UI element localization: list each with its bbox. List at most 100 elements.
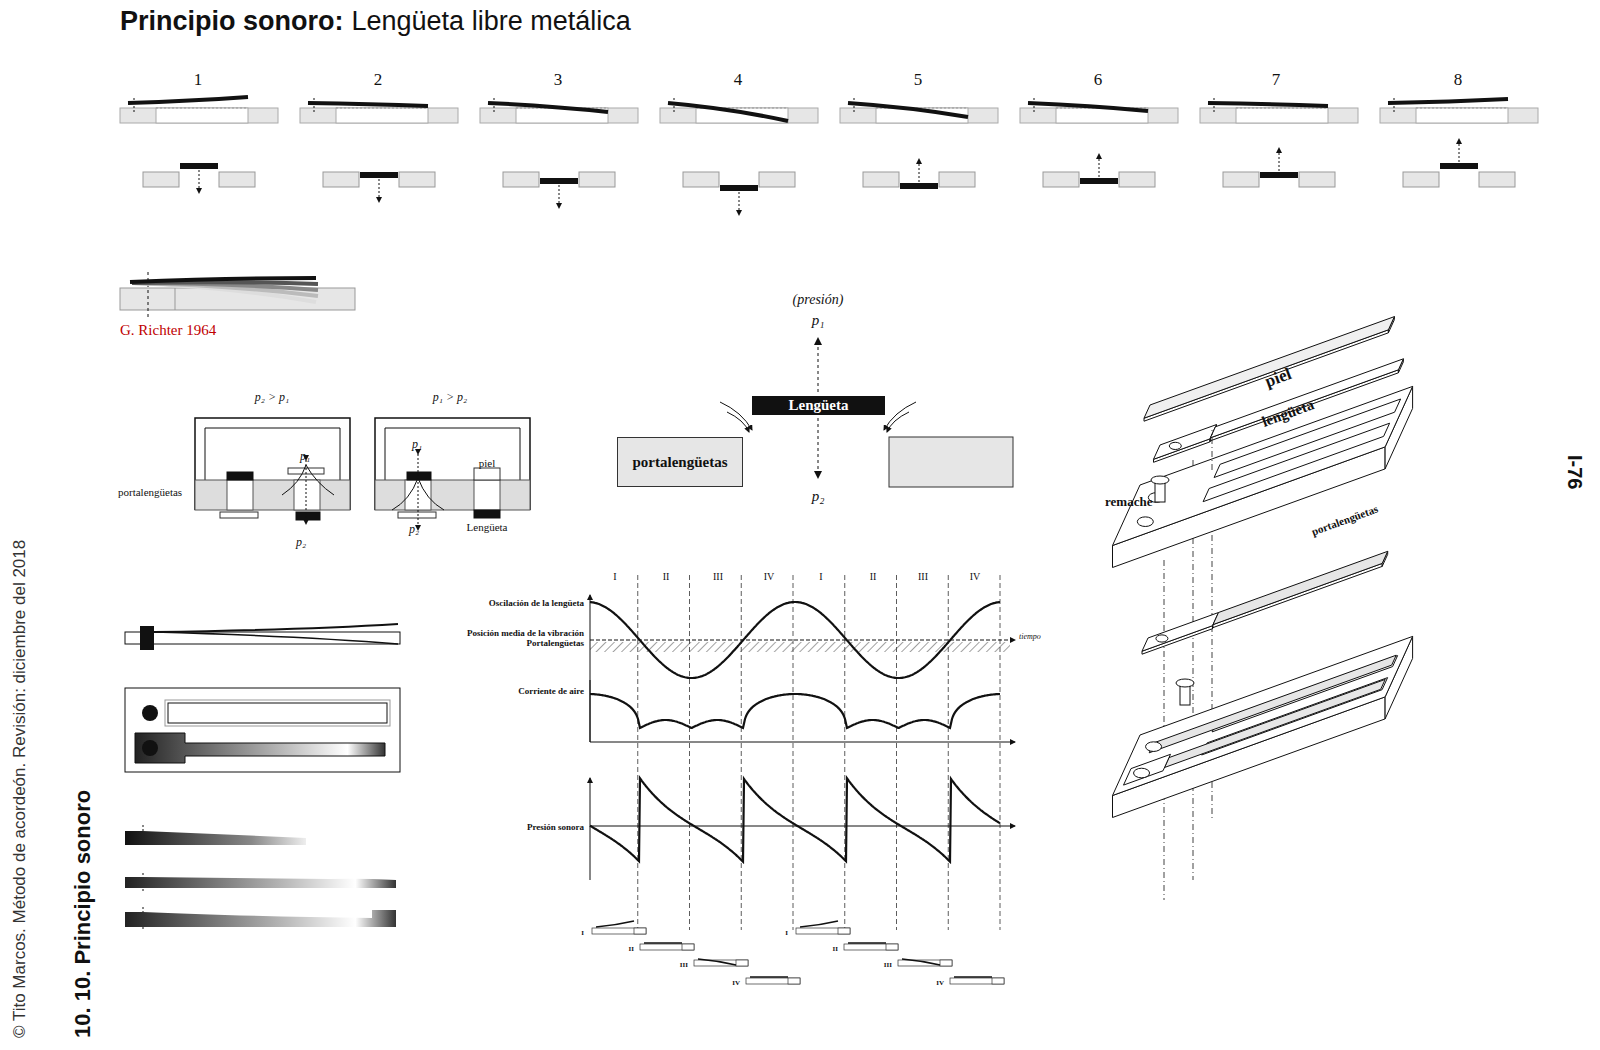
stroke <box>746 978 800 984</box>
stroke <box>689 575 690 930</box>
label: p₁ <box>812 312 825 329</box>
label: IV <box>732 979 740 987</box>
label: Oscilación de la lengüeta <box>489 598 584 608</box>
stroke <box>838 928 850 934</box>
label: 8 <box>1454 70 1463 90</box>
stroke <box>308 103 428 106</box>
stroke <box>1099 154 1100 177</box>
stroke <box>559 185 560 208</box>
label: 4 <box>734 70 743 90</box>
stroke <box>1020 108 1178 123</box>
stroke <box>379 179 380 202</box>
stroke <box>1146 742 1162 752</box>
stroke <box>940 960 952 966</box>
stroke <box>1200 108 1358 123</box>
stroke <box>1028 103 1148 111</box>
stroke <box>1210 359 1403 438</box>
stroke <box>1380 108 1538 123</box>
stroke <box>579 172 615 187</box>
stroke <box>682 944 694 950</box>
stroke <box>590 742 1015 743</box>
label: I <box>785 929 788 937</box>
label: Lengüeta libre metálica <box>352 6 631 37</box>
stroke <box>590 680 591 742</box>
stroke <box>644 942 682 944</box>
stroke <box>736 960 748 966</box>
title: Principio sonoro: <box>120 6 344 37</box>
stroke <box>1149 655 1396 753</box>
stroke <box>1394 98 1395 112</box>
label: Posición media de la vibración <box>467 628 584 638</box>
label: Presión sonora <box>527 822 584 832</box>
stroke <box>1119 172 1155 187</box>
label: III <box>680 961 688 969</box>
stroke <box>739 192 740 215</box>
node-text: Lengüeta <box>789 397 849 414</box>
stroke <box>950 978 1004 984</box>
label: IV <box>764 571 775 583</box>
label: IV <box>936 979 944 987</box>
reed-sequence <box>120 97 1538 215</box>
stroke <box>919 159 920 182</box>
label: p₂ <box>812 488 825 505</box>
stroke <box>336 108 428 123</box>
stroke <box>1151 476 1169 484</box>
stroke <box>540 178 578 184</box>
stroke <box>1154 425 1217 460</box>
stroke <box>1176 679 1194 687</box>
reed-airflow <box>720 338 1013 487</box>
stroke <box>1134 768 1150 778</box>
stroke <box>844 575 845 930</box>
reed-plate-box: portalengüetas <box>617 437 743 487</box>
stroke <box>300 108 458 123</box>
stroke <box>898 960 952 966</box>
stroke <box>992 978 1004 984</box>
stroke <box>844 944 898 950</box>
stroke <box>590 778 591 826</box>
label: p₁ <box>412 438 422 452</box>
stroke <box>793 575 794 930</box>
stroke <box>199 170 200 193</box>
stroke <box>750 976 788 978</box>
stroke <box>720 185 758 191</box>
label: p₁ <box>300 450 310 464</box>
stroke <box>156 108 248 123</box>
stroke <box>1459 139 1460 162</box>
stroke <box>1080 178 1118 184</box>
reed-details <box>125 624 400 930</box>
stroke <box>1213 551 1388 624</box>
stroke <box>590 595 591 742</box>
stroke <box>1416 108 1508 123</box>
stroke <box>1144 317 1394 419</box>
label: 10. 10. Principio sonoro <box>70 790 95 1038</box>
label: remache <box>1105 495 1152 510</box>
stroke <box>596 921 634 927</box>
stroke <box>886 944 898 950</box>
waveform-chart <box>590 575 1015 984</box>
stroke <box>1403 172 1439 187</box>
stroke <box>1137 517 1153 527</box>
stroke <box>219 172 255 187</box>
label: II <box>663 571 670 583</box>
stroke <box>1043 172 1079 187</box>
stroke <box>1156 635 1168 642</box>
stroke <box>1236 108 1328 123</box>
label: I-76 <box>1563 455 1586 489</box>
stroke <box>863 172 899 187</box>
label: Lengüeta <box>467 521 508 534</box>
label: IV <box>970 571 981 583</box>
stroke <box>590 602 1000 678</box>
stroke <box>156 108 248 109</box>
label: 1 <box>194 70 203 90</box>
stroke <box>1299 172 1335 187</box>
label: (presión) <box>793 292 844 308</box>
stroke <box>590 826 591 880</box>
label: portalengüetas <box>1310 502 1380 538</box>
label: III <box>884 961 892 969</box>
stroke <box>120 108 278 123</box>
stroke <box>590 694 1000 728</box>
reed-box: Lengüeta <box>752 396 885 415</box>
stroke <box>480 108 638 123</box>
stroke <box>1388 99 1508 103</box>
